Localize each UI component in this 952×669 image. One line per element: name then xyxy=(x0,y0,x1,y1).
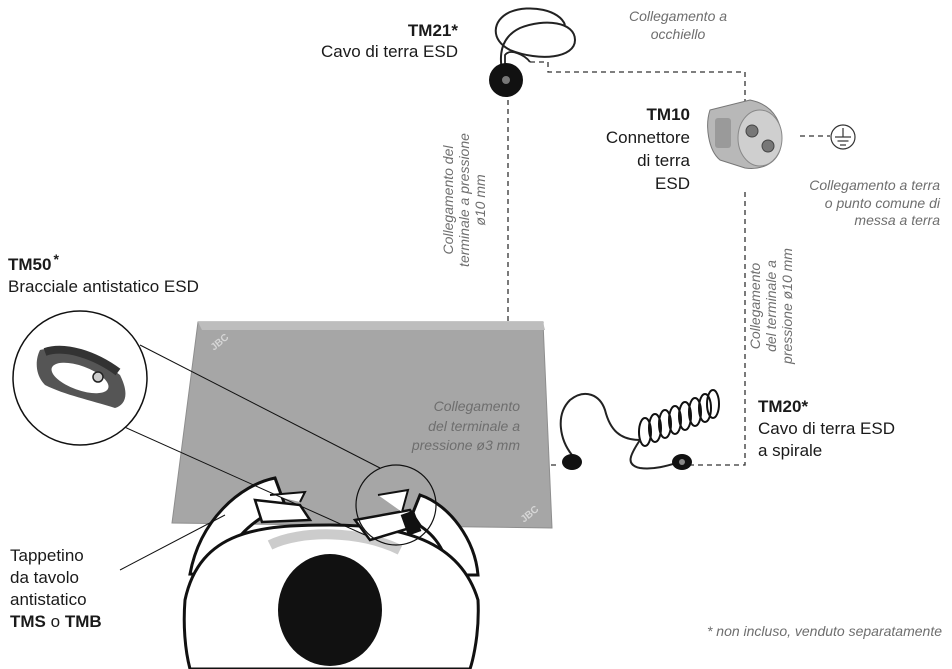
snap3-note-line-3: pressione ø3 mm xyxy=(411,437,520,454)
tm10-to-tm20-line xyxy=(690,192,746,466)
tm21-label: TM21* Cavo di terra ESD xyxy=(270,20,458,63)
mat-code-tmb: TMB xyxy=(64,612,102,632)
tm21-name: Cavo di terra ESD xyxy=(321,42,458,62)
snap10-right-line-3: pressione ø10 mm xyxy=(779,248,795,364)
mat-label: Tappetino da tavolo antistatico TMS o TM… xyxy=(10,545,180,633)
tm50-label: TM50* Bracciale antistatico ESD xyxy=(8,251,268,297)
snap10-left-line-1: Collegamento del xyxy=(440,145,456,255)
tm10-code: TM10 xyxy=(646,105,690,124)
footnote: * non incluso, venduto separatamente xyxy=(706,623,942,639)
ground-symbol-icon xyxy=(830,124,856,150)
tm20-name-line-1: Cavo di terra ESD xyxy=(758,419,895,439)
operator-top-view xyxy=(182,476,480,669)
snap10-left-note: Collegamento del terminale a pressione ø… xyxy=(440,100,500,300)
eyelet-connection-note: Collegamento a occhiello xyxy=(593,8,763,43)
tm10-name-line-2: di terra xyxy=(637,150,690,170)
ground-connector-icon xyxy=(707,99,783,169)
tm10-name-line-1: Connettore xyxy=(605,127,690,147)
tm50-name: Bracciale antistatico ESD xyxy=(8,277,199,296)
mat-code-tms: TMS xyxy=(10,612,46,632)
snap10-right-note: Collegamento del terminale a pressione ø… xyxy=(747,231,807,381)
tm21-eyelet-to-tm10-line xyxy=(530,61,746,128)
wristband-icon xyxy=(36,345,126,408)
mat-label-line-2: da tavolo xyxy=(10,568,79,588)
snap3-connection-note: Collegamento del terminale a pressione ø… xyxy=(380,397,520,456)
tm10-name-line-3: ESD xyxy=(655,173,690,193)
tm50-code: TM50 xyxy=(8,255,52,274)
ground-note-line-3: messa a terra xyxy=(854,212,940,228)
mat-label-line-1: Tappetino xyxy=(10,546,84,565)
tm20-name-line-2: a spirale xyxy=(758,441,823,461)
snap3-note-line-2: del terminale a xyxy=(428,417,520,434)
eyelet-note-line-2: occhiello xyxy=(650,25,706,42)
wrist-zoom xyxy=(119,344,437,546)
mat-label-line-3: antistatico xyxy=(10,590,87,610)
wristband-zoom-circle xyxy=(12,310,148,446)
snap3-note-line-1: Collegamento xyxy=(433,398,520,414)
snap10-left-line-3: ø10 mm xyxy=(472,174,488,226)
tm21-cable-icon xyxy=(489,7,577,97)
ground-note-line-2: o punto comune di xyxy=(824,194,940,211)
ground-connection-note: Collegamento a terra o punto comune di m… xyxy=(730,177,940,230)
snap10-right-line-2: del terminale a xyxy=(763,260,779,352)
tm10-label: TM10 Connettore di terra ESD xyxy=(560,104,690,196)
ground-note-line-1: Collegamento a terra xyxy=(809,177,940,193)
tm20-code: TM20* xyxy=(758,397,809,416)
coiled-cable-icon xyxy=(559,389,720,470)
snap10-left-line-2: terminale a pressione xyxy=(456,133,472,267)
tm21-code: TM21* xyxy=(407,21,458,40)
tm20-label: TM20* Cavo di terra ESD a spirale xyxy=(758,396,948,462)
mat-code-separator: o xyxy=(50,612,61,632)
snap10-right-line-1: Collegamento xyxy=(747,262,763,350)
eyelet-note-line-1: Collegamento a xyxy=(628,8,728,24)
mat-leader-line xyxy=(119,514,226,571)
antistatic-mat: JBC JBC xyxy=(171,321,553,529)
tm50-asterisk: * xyxy=(53,251,59,267)
